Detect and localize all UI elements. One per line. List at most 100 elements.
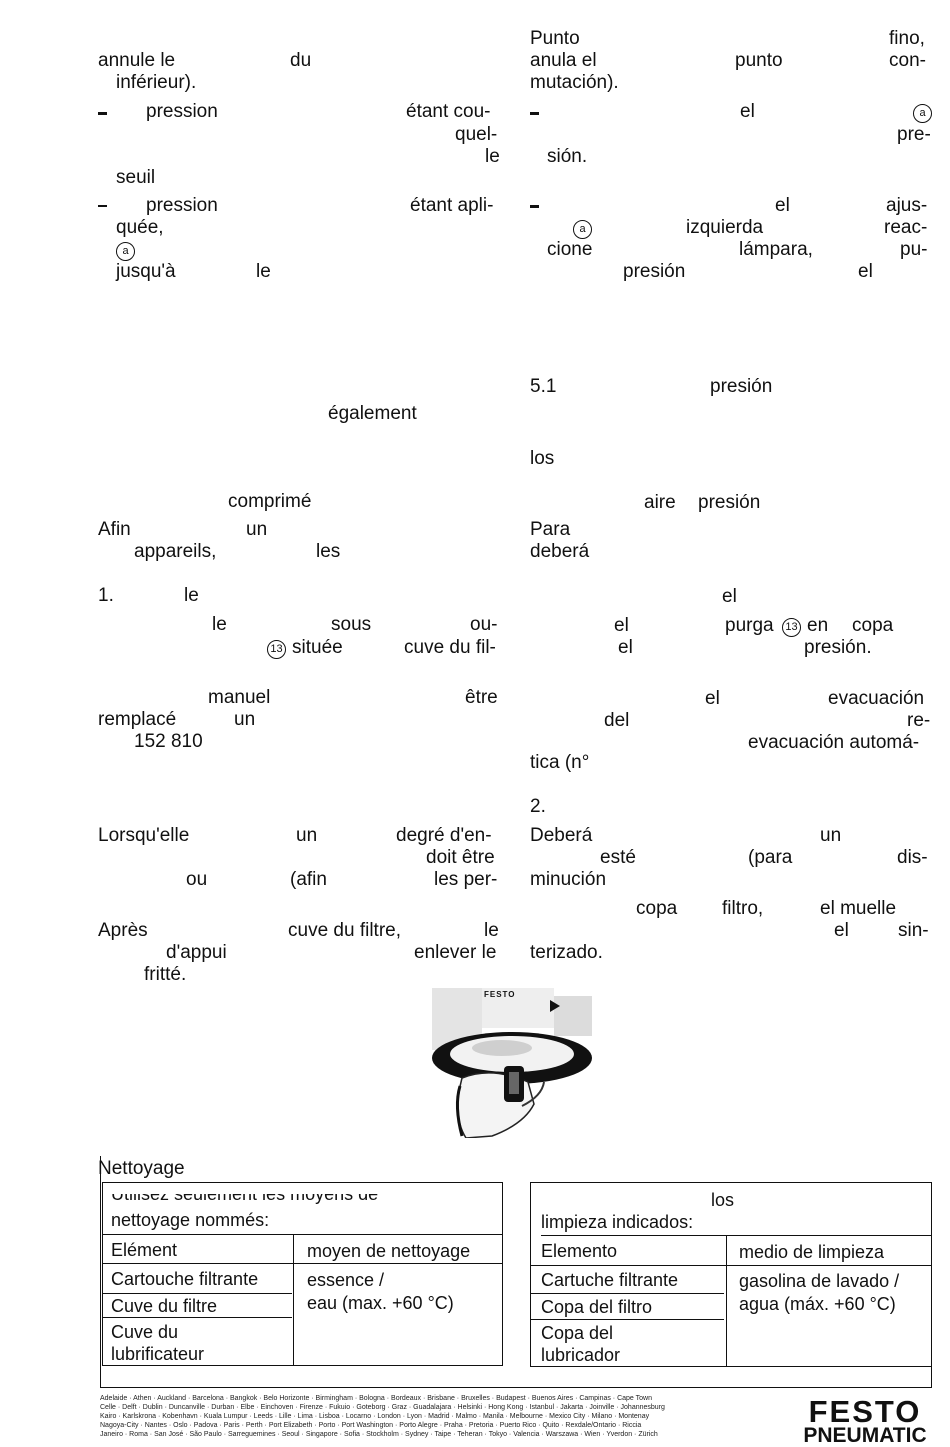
text-fragment: izquierda [686, 217, 764, 238]
circled-13-icon: 13 [267, 637, 286, 659]
section-left-rule [100, 1156, 101, 1388]
text-fragment: minución [530, 869, 607, 890]
text-fragment: anula el [530, 50, 597, 71]
text-fragment: presión [698, 492, 761, 513]
logo-pneumatic: PNEUMATIC [803, 1424, 927, 1447]
text-fragment: deberá [530, 541, 590, 562]
text-fragment: el [775, 195, 790, 216]
text-fragment: Deberá [530, 825, 593, 846]
text-fragment: étant apli- [410, 195, 494, 216]
bullet-dash [530, 205, 539, 208]
table-column-rule [726, 1235, 728, 1366]
text-fragment: con- [889, 50, 926, 71]
text-fragment: quée, [116, 217, 164, 238]
text-fragment: cione [547, 239, 593, 260]
text-fragment: reac- [884, 217, 928, 238]
text-fragment: re- [907, 710, 931, 731]
photo-brand-label: FESTO [484, 990, 516, 999]
table-rule [541, 1235, 931, 1236]
festo-pneumatic-logo: FESTO PNEUMATIC [795, 1396, 935, 1447]
table-cell-agent: agua (máx. +60 °C) [739, 1294, 896, 1314]
text-fragment: doit être [426, 847, 495, 868]
circled-13-icon: 13 [782, 615, 801, 637]
text-fragment: ajus- [886, 195, 928, 216]
text-fragment: del [604, 710, 630, 731]
table-row-label: Cuve du filtre [111, 1296, 218, 1316]
city-line: Nagoya-City · Nantes · Oslo · Padova · P… [100, 1422, 642, 1429]
text-fragment: cuve du filtre, [288, 920, 401, 941]
circled-a-icon: a [573, 217, 592, 239]
table-row-label: Cartouche filtrante [111, 1269, 259, 1289]
text-fragment: el muelle [820, 898, 897, 919]
text-fragment: el [834, 920, 849, 941]
bullet-dash [98, 205, 107, 207]
text-fragment: mutación). [530, 72, 619, 93]
filter-bowl-photo: FESTO [432, 986, 592, 1139]
text-fragment: être [465, 687, 498, 708]
text-fragment: un [820, 825, 842, 846]
text-fragment: remplacé [98, 709, 177, 730]
table-column-rule [293, 1234, 295, 1365]
city-line: Kairo · Karlskrona · Kobenhavn · Kuala L… [100, 1413, 650, 1420]
text-fragment: tica (n° [530, 752, 590, 773]
text-fragment: los [530, 448, 555, 469]
text-fragment: seuil [116, 167, 156, 188]
table-header-element: Elément [111, 1240, 178, 1260]
text-fragment: presión [710, 376, 773, 397]
text-fragment: el [618, 637, 633, 658]
text-fragment: sión. [547, 146, 588, 167]
footer-city-list: Adelaide · Athen · Auckland · Barcelona … [100, 1394, 780, 1439]
table-row-label: Copa del [541, 1323, 614, 1343]
text-fragment: un [296, 825, 318, 846]
text-fragment: étant cou- [406, 101, 491, 122]
text-fragment: pression [146, 101, 218, 122]
text-fragment: manuel [208, 687, 271, 708]
table-header-element: Elemento [541, 1241, 618, 1261]
text-fragment: un [234, 709, 256, 730]
section-right-rule [931, 1350, 932, 1388]
text-fragment: degré d'en- [396, 825, 492, 846]
table-rule [103, 1263, 502, 1264]
text-fragment: lámpara, [739, 239, 813, 260]
text-fragment: d'appui [166, 942, 227, 963]
section-title: Nettoyage [98, 1158, 185, 1179]
city-line: Janeiro · Roma · San José · São Paulo · … [100, 1431, 658, 1438]
text-fragment: punto [735, 50, 783, 71]
table-rule [103, 1234, 502, 1235]
text-fragment: copa [636, 898, 678, 919]
table-rule [103, 1317, 292, 1318]
step-number: 1. [98, 585, 114, 606]
bullet-dash [98, 112, 107, 115]
text-fragment: les [316, 541, 341, 562]
table-row-label: lubrificateur [111, 1344, 205, 1364]
text-fragment: ou- [470, 614, 498, 635]
table-intro: limpieza indicados: [541, 1212, 694, 1232]
text-fragment: située [292, 637, 343, 658]
text-fragment: copa [852, 615, 894, 636]
section-bottom-rule [100, 1387, 932, 1388]
text-fragment: (para [748, 847, 793, 868]
text-fragment: sous [331, 614, 372, 635]
text-fragment: esté [600, 847, 636, 868]
text-fragment: Afin [98, 519, 131, 540]
text-fragment: enlever le [414, 942, 497, 963]
text-fragment: aire [644, 492, 676, 513]
table-row-label: lubricador [541, 1345, 621, 1365]
cleaning-table-fr: Utilisez seulement les moyens de nettoya… [102, 1182, 503, 1366]
text-fragment: terizado. [530, 942, 603, 963]
text-fragment: Après [98, 920, 148, 941]
table-rule [531, 1265, 931, 1266]
text-fragment: cuve du fil- [404, 637, 496, 658]
text-fragment: inférieur). [116, 72, 197, 93]
text-fragment: evacuación automá- [748, 732, 920, 753]
text-fragment: le [256, 261, 271, 282]
table-intro: Utilisez seulement les moyens de [111, 1184, 379, 1204]
text-fragment: filtro, [722, 898, 764, 919]
step-number: 2. [530, 796, 546, 817]
text-fragment: appareils, [134, 541, 217, 562]
text-fragment: du [290, 50, 312, 71]
city-line: Celle · Delft · Dublin · Duncanville · D… [100, 1404, 665, 1411]
text-fragment: fritté. [144, 964, 187, 985]
text-fragment: Para [530, 519, 571, 540]
text-fragment: el [614, 615, 629, 636]
